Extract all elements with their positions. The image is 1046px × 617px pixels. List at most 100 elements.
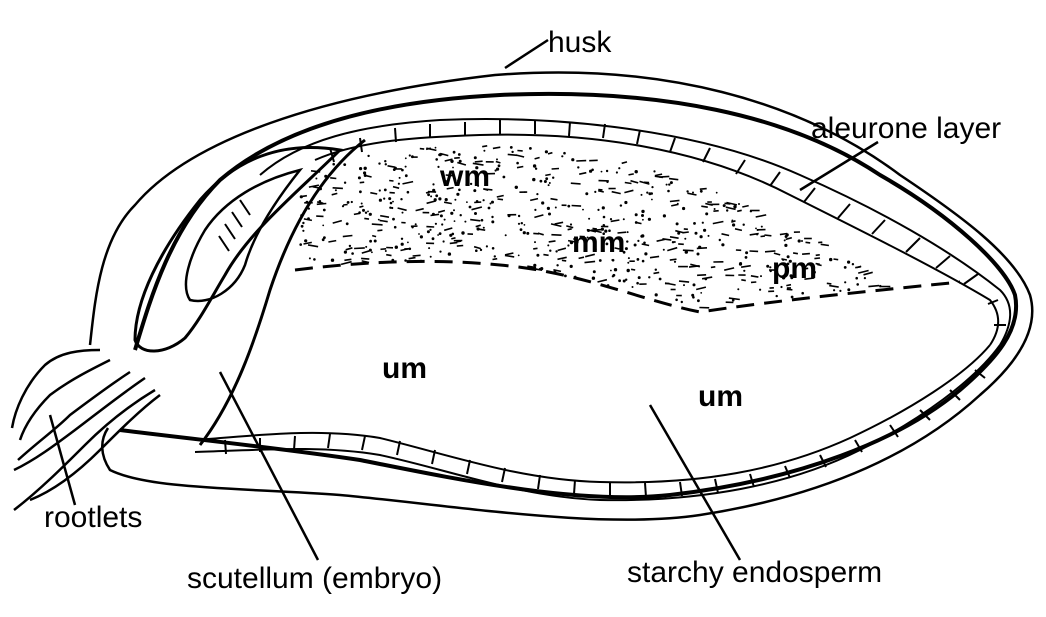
- texture-dot: [444, 219, 446, 221]
- texture-dot: [441, 223, 443, 225]
- texture-dash: [671, 204, 678, 206]
- texture-dot: [481, 219, 484, 222]
- texture-dot: [567, 205, 570, 208]
- texture-dot: [476, 200, 479, 203]
- texture-dash: [711, 267, 715, 268]
- texture-dot: [428, 247, 430, 249]
- texture-dot: [766, 265, 769, 268]
- texture-dash: [386, 255, 391, 256]
- texture-dot: [627, 231, 629, 233]
- texture-dash: [388, 166, 396, 167]
- texture-dot: [369, 213, 372, 216]
- texture-dot: [490, 203, 492, 205]
- texture-dot: [588, 218, 590, 220]
- texture-dot: [852, 263, 854, 265]
- texture-dash: [517, 167, 523, 168]
- texture-dash: [701, 206, 708, 207]
- texture-dash: [549, 241, 556, 242]
- texture-dash: [420, 149, 424, 150]
- texture-dot: [510, 146, 513, 149]
- label-aleurone-layer: aleurone layer: [811, 112, 1001, 145]
- texture-dash: [516, 155, 524, 157]
- texture-dot: [561, 155, 563, 157]
- aleurone-inner-top: [315, 135, 998, 345]
- texture-dot: [544, 180, 547, 183]
- texture-dot: [564, 275, 567, 278]
- texture-dot: [681, 301, 683, 303]
- texture-dot: [663, 249, 665, 251]
- texture-dot: [667, 190, 670, 193]
- texture-dot: [548, 213, 551, 216]
- texture-dot: [520, 228, 523, 231]
- texture-dot: [616, 171, 618, 173]
- rootlets-drawing: [12, 350, 160, 510]
- texture-dot: [618, 167, 620, 169]
- texture-dash: [764, 235, 771, 236]
- texture-dash: [474, 247, 481, 249]
- texture-dot: [439, 251, 441, 253]
- texture-dot: [668, 183, 670, 185]
- texture-dot: [392, 201, 394, 203]
- label-starchy-endosperm: starchy endosperm: [627, 556, 882, 589]
- texture-dash: [551, 235, 561, 236]
- texture-dot: [405, 174, 408, 177]
- texture-dot: [675, 299, 678, 302]
- texture-dash: [493, 147, 500, 148]
- texture-dash: [787, 289, 793, 290]
- texture-dash: [380, 216, 389, 218]
- texture-dot: [394, 226, 397, 229]
- husk-leader: [505, 40, 548, 68]
- texture-dash: [389, 181, 393, 182]
- texture-dot: [745, 256, 748, 259]
- texture-dash: [317, 204, 327, 205]
- texture-dot: [692, 192, 694, 194]
- texture-dot: [532, 178, 535, 181]
- label-rootlets: rootlets: [44, 501, 142, 534]
- texture-dash: [451, 238, 455, 239]
- texture-dash: [737, 210, 742, 211]
- texture-dot: [304, 239, 307, 242]
- texture-dash: [416, 209, 424, 211]
- texture-dash: [729, 298, 740, 299]
- texture-dot: [556, 264, 558, 266]
- texture-dash: [612, 192, 621, 194]
- texture-dot: [454, 199, 456, 201]
- texture-dot: [628, 257, 630, 259]
- texture-dot: [555, 250, 557, 252]
- texture-dot: [545, 177, 548, 180]
- texture-dash: [650, 256, 659, 257]
- texture-dot: [552, 177, 554, 179]
- texture-dot: [524, 224, 526, 226]
- texture-dot: [369, 240, 372, 243]
- texture-dot: [589, 170, 592, 173]
- texture-dot: [524, 191, 526, 193]
- texture-dot: [498, 164, 501, 167]
- texture-dot: [755, 228, 757, 230]
- texture-dash: [505, 253, 513, 255]
- texture-dot: [346, 222, 349, 225]
- texture-dash: [346, 248, 353, 250]
- texture-dot: [367, 155, 369, 157]
- texture-dot: [670, 181, 673, 184]
- texture-dash: [751, 276, 759, 277]
- texture-dot: [432, 183, 434, 185]
- texture-dot: [435, 194, 438, 197]
- texture-dot: [625, 279, 627, 281]
- texture-dash: [545, 174, 550, 175]
- texture-dot: [786, 233, 789, 236]
- texture-dash: [735, 229, 742, 231]
- texture-dot: [480, 249, 482, 251]
- texture-dot: [547, 244, 549, 246]
- texture-dash: [304, 242, 312, 244]
- texture-dot: [732, 223, 735, 226]
- texture-dash: [548, 153, 552, 154]
- texture-dash: [598, 280, 607, 282]
- texture-dash: [505, 256, 514, 257]
- texture-dash: [341, 262, 352, 265]
- texture-dash: [555, 222, 564, 224]
- texture-dot: [405, 157, 407, 159]
- texture-dot: [299, 243, 302, 246]
- texture-dot: [761, 226, 763, 228]
- texture-dot: [458, 153, 461, 156]
- texture-dot: [716, 192, 718, 194]
